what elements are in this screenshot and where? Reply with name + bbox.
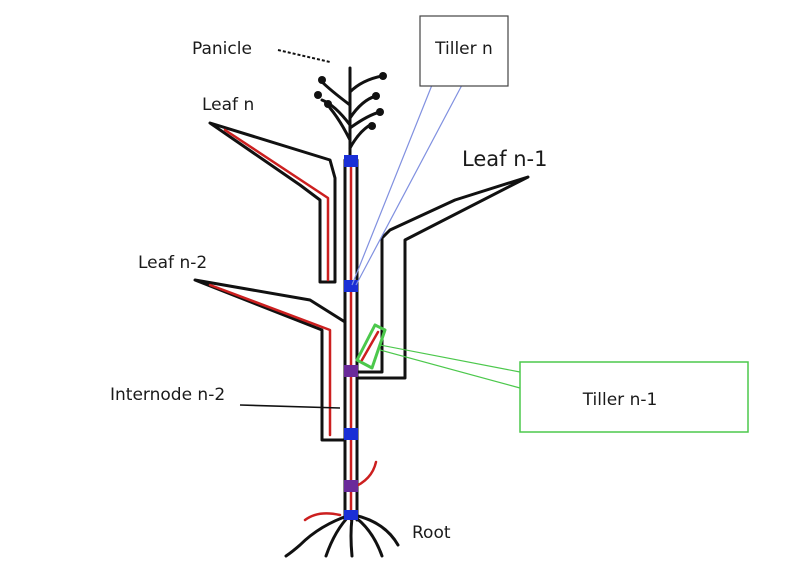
label-internode-n-2: Internode n-2: [110, 385, 225, 405]
leaf-n: [208, 121, 337, 284]
label-root: Root: [412, 523, 451, 543]
label-panicle: Panicle: [192, 39, 252, 59]
node-1: [344, 155, 358, 167]
panicle: [314, 66, 387, 162]
tiller-n-1-callout: Tiller n-1: [379, 344, 749, 433]
node-5: [344, 480, 358, 492]
main-stem: [343, 158, 359, 522]
node-3: [344, 365, 358, 377]
tiller-n-1-shoot: [355, 323, 387, 370]
internode-pointer: [239, 404, 341, 409]
node-4: [344, 428, 358, 440]
node-2: [344, 280, 358, 292]
panicle-pointer: [277, 49, 331, 63]
roots: [284, 512, 400, 558]
label-leaf-n-2: Leaf n-2: [138, 253, 207, 273]
label-tiller-n-1: Tiller n-1: [582, 390, 658, 410]
node-6: [344, 510, 358, 520]
tiller-n-callout: Tiller n: [351, 15, 509, 286]
label-tiller-n: Tiller n: [434, 39, 493, 59]
nodes: [344, 155, 358, 520]
leaf-n-2: [193, 278, 347, 442]
label-leaf-n-1: Leaf n-1: [462, 147, 547, 171]
label-leaf-n: Leaf n: [202, 95, 254, 115]
